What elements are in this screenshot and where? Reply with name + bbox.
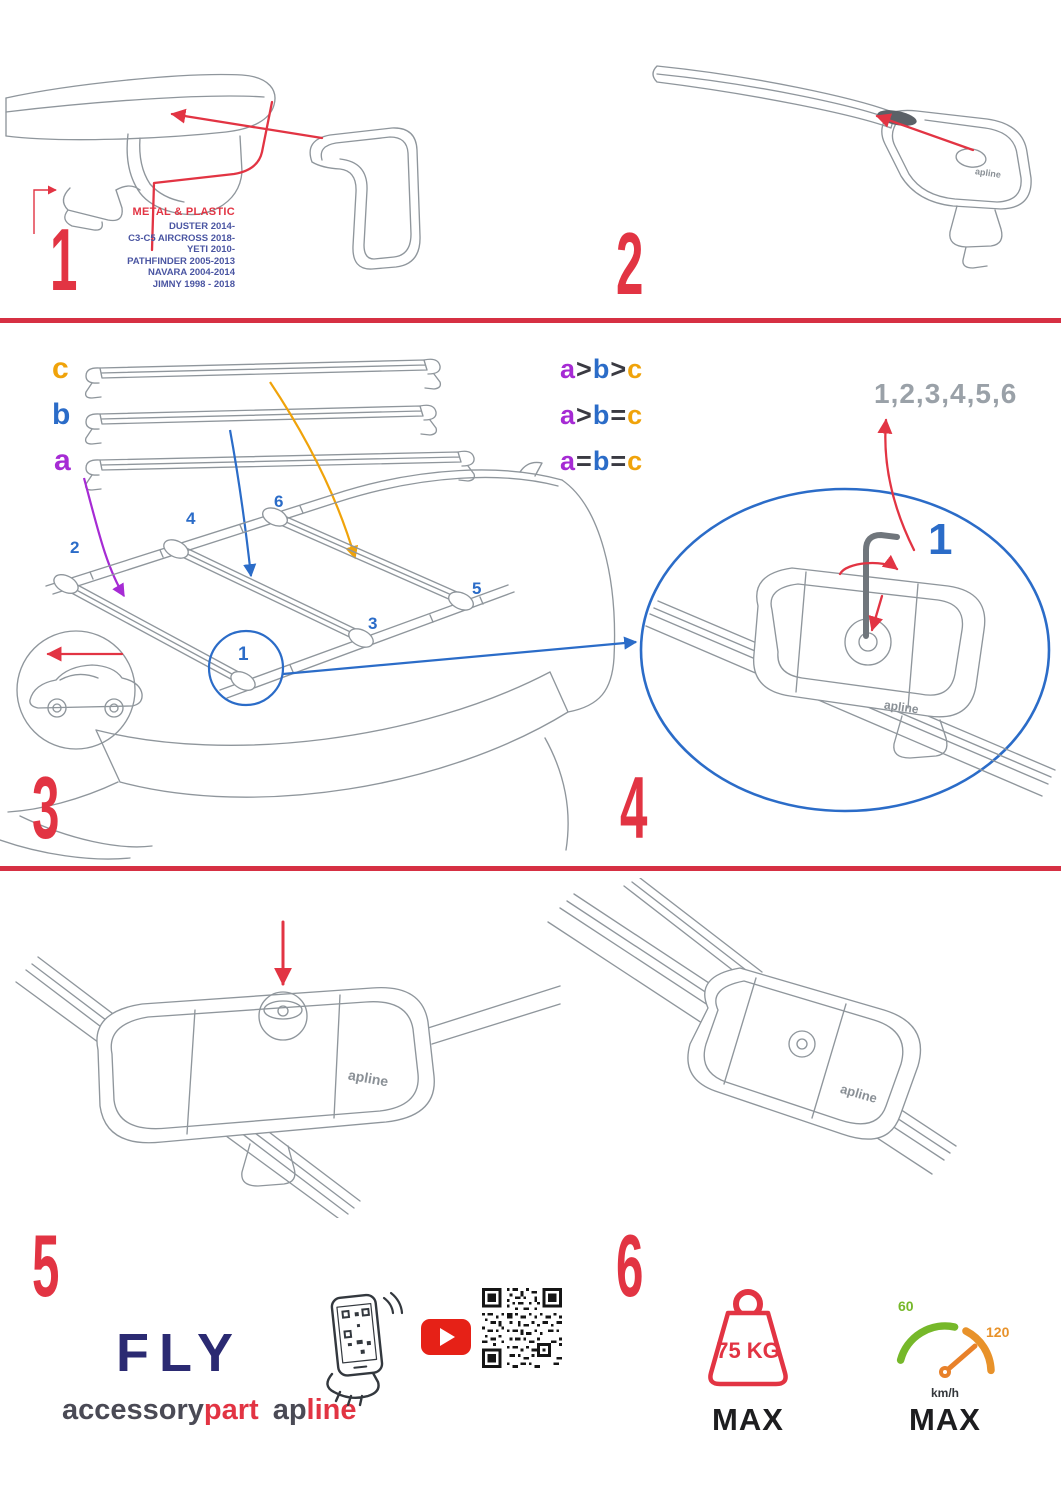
roof-installation-drawing (0, 358, 1056, 860)
step6-foot-sketch (547, 878, 957, 1175)
legend-c: c (627, 446, 644, 476)
legend-op: = (610, 446, 628, 476)
model-line: YETI 2010- (186, 244, 235, 255)
model-line: PATHFINDER 2005-2013 (127, 255, 235, 267)
model-line: JIMNY 1998 - 2018 (152, 278, 235, 290)
legend-b: b (592, 400, 611, 430)
position-5: 5 (472, 579, 482, 598)
magnifier-ellipse (639, 487, 1051, 813)
legend-op: = (610, 400, 628, 430)
max-speed-label: MAX (909, 1402, 981, 1437)
scan-qr-phone-icon (326, 1291, 404, 1407)
tightening-sequence: 1,2,3,4,5,6 (874, 378, 1018, 409)
cover-to-bar-arrow (170, 108, 324, 140)
position-1: 1 (238, 644, 249, 665)
legend-c: c (627, 400, 644, 430)
red-trace-line (150, 100, 274, 252)
material-label: METAL & PLASTIC (132, 206, 235, 218)
legend-b: b (592, 354, 611, 384)
sequence-highlight: 1 (928, 515, 953, 564)
step2-number: 2 (616, 214, 643, 313)
bar-label-c: c (52, 352, 69, 385)
section-divider-bottom (0, 866, 1061, 871)
rotate-key-arrow (838, 554, 899, 576)
model-line: C3-C5 AIRCROSS 2018- (128, 232, 235, 244)
foot-cover-drawings (15, 878, 957, 1218)
bar-feet-pads (53, 507, 474, 692)
product-name: FLY (116, 1323, 244, 1383)
speed-unit: km/h (930, 1386, 959, 1400)
max-speed-gauge-icon (896, 1322, 995, 1378)
legend-c: c (627, 354, 644, 384)
model-line: NAVARA 2004-2014 (148, 267, 235, 278)
car-direction-icon (16, 630, 143, 750)
compatible-models-list: DUSTER 2014- C3-C5 AIRCROSS 2018- YETI 2… (50, 221, 235, 290)
brand-ap: ap (272, 1394, 307, 1426)
legend-row-1: a>b>c (560, 354, 643, 385)
legend-op: > (610, 354, 628, 384)
bar-label-a: a (54, 444, 71, 477)
position-3: 3 (368, 614, 378, 633)
crossbar-c-sketch (84, 358, 442, 399)
legend-op: > (576, 400, 593, 430)
legend-a: a (560, 354, 577, 384)
legend-op: > (576, 354, 593, 384)
slot-arrow (875, 113, 975, 152)
brand-part: part (203, 1394, 259, 1426)
legend-a: a (560, 446, 577, 476)
step5-foot-sketch (15, 956, 561, 1218)
position-6: 6 (274, 492, 284, 511)
car-roof-sketch (0, 461, 616, 860)
step5-number: 5 (32, 1216, 59, 1315)
position-2: 2 (70, 538, 80, 557)
sequence-arrow (877, 418, 916, 552)
speed-low-label: 60 (898, 1298, 914, 1314)
step3-number: 3 (32, 758, 59, 857)
legend-row-3: a=b=c (560, 446, 643, 477)
speed-high-label: 120 (986, 1324, 1010, 1340)
bar-label-b: b (52, 398, 71, 431)
bar-and-foot-sketch (652, 65, 1032, 269)
youtube-icon (421, 1319, 471, 1355)
leader-c-curve (269, 381, 359, 560)
leader-b-curve (228, 429, 257, 578)
foot-closeup-sketch (645, 567, 1056, 797)
plastic-cover-sketch (309, 127, 421, 270)
model-line: DUSTER 2014- (169, 221, 235, 232)
legend-op: = (576, 446, 593, 476)
scan-waves (382, 1291, 404, 1315)
legend-a: a (560, 400, 577, 430)
qr-code (482, 1288, 562, 1368)
section-divider-top (0, 318, 1061, 323)
position-4: 4 (186, 509, 196, 528)
foot1-highlight-circle (207, 629, 285, 707)
step2-bar-slot-drawing (652, 65, 1032, 269)
hand (326, 1371, 380, 1407)
legend-row-2: a>b=c (560, 400, 643, 431)
max-weight-icon (708, 1289, 788, 1387)
max-weight-value: 75 KG (716, 1338, 780, 1363)
leader-a-curve (82, 477, 125, 598)
step4-number: 4 (620, 758, 647, 857)
crossbar-and-foot-sketch (5, 73, 276, 231)
brand-line: line (306, 1394, 357, 1426)
step1-number: 1 (50, 210, 77, 309)
magnifier-connector-arrow (282, 636, 638, 676)
step1-foot-assembly-drawing (5, 73, 421, 270)
brand-accessory: accessory (62, 1394, 204, 1426)
crossbar-a-sketch (84, 450, 476, 491)
crossbar-b-sketch (84, 404, 438, 445)
allen-key (863, 531, 900, 639)
max-weight-label: MAX (712, 1402, 784, 1437)
clamp-leader-line (33, 185, 57, 234)
legend-b: b (592, 446, 611, 476)
key-down-arrow (868, 594, 884, 632)
step6-number: 6 (616, 1216, 643, 1315)
